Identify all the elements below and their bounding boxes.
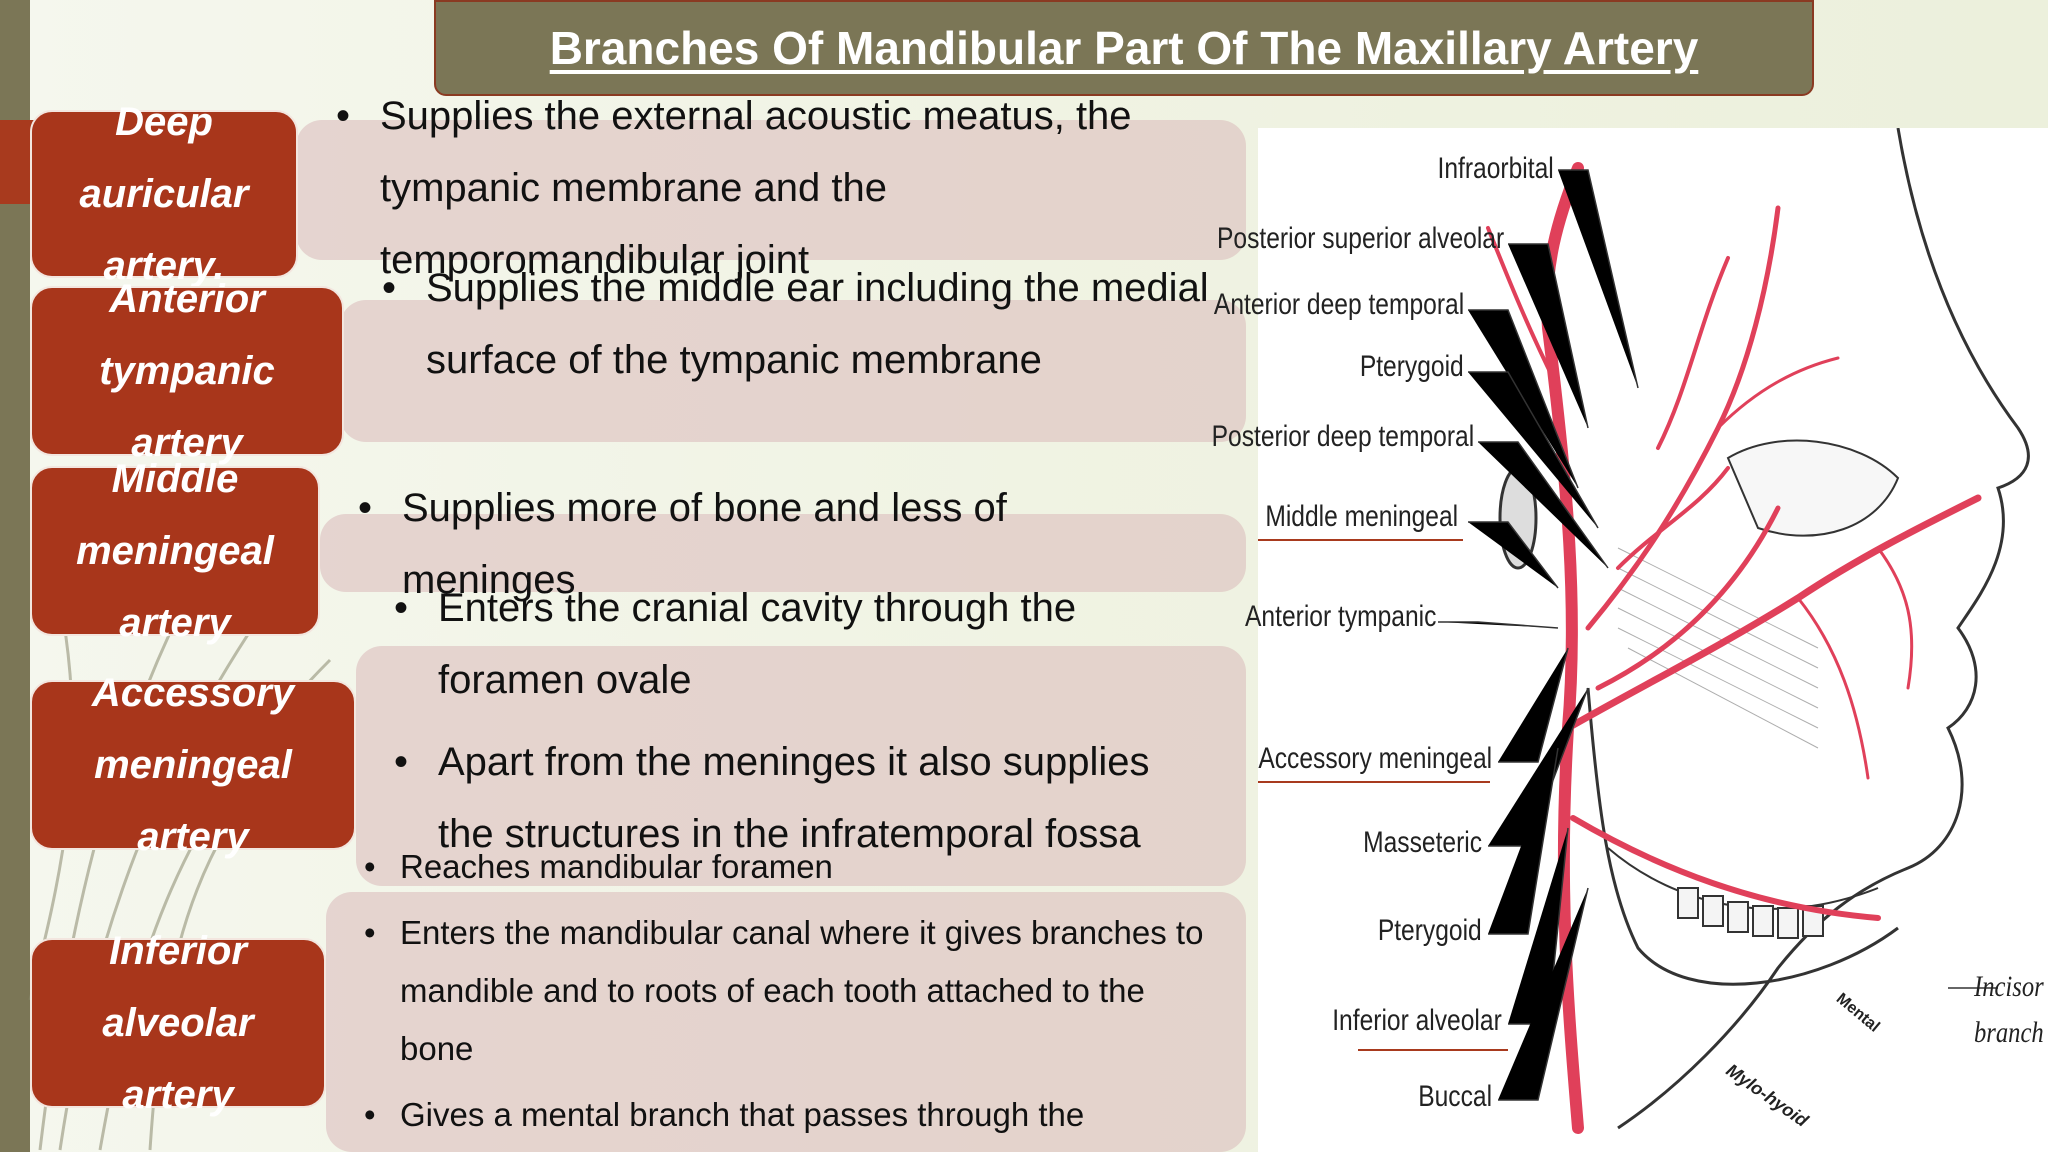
ann-masseteric: Masseteric [1363,826,1482,859]
label-anterior-tympanic-artery: Anterior tympanic artery [30,277,344,465]
label-line: artery [137,815,249,859]
bullets-inferior-alveolar: Reaches mandibular foramen Enters the ma… [364,838,1204,1144]
bullet-item: Enters the mandibular canal where it giv… [364,904,1204,1078]
label-line: meningeal [76,529,274,573]
label-line: Anterior [109,277,265,321]
label-line: artery [122,1073,234,1117]
label-accessory-meningeal-artery: Accessory meningeal artery [30,671,356,859]
label-line: tympanic [99,349,275,393]
ann-middle-meningeal: Middle meningeal [1265,500,1458,533]
label-inferior-alveolar-artery: Inferior alveolar artery [30,929,326,1117]
label-line: artery [119,601,231,645]
label-line: meningeal [94,743,292,787]
skull-artery-drawing [1258,128,2030,1134]
label-line: artery [131,421,243,465]
artery-illustration: Infraorbital Posterior superior alveolar… [1211,128,2048,1152]
label-line: Inferior [109,929,247,973]
label-line: Deep [115,100,213,144]
label-line: Middle [111,457,239,501]
bullet-item: Enters the cranial cavity through the fo… [394,572,1194,716]
label-line: alveolar [102,1001,254,1045]
slide-title: Branches Of Mandibular Part Of The Maxil… [549,22,1699,74]
bullets-anterior-tympanic: Supplies the middle ear including the me… [382,252,1222,396]
ann-pterygoid-upper: Pterygoid [1360,350,1464,383]
label-line: Accessory [91,671,295,715]
label-line: auricular [79,172,249,216]
bullets-accessory-meningeal: Enters the cranial cavity through the fo… [394,572,1194,870]
label-middle-meningeal-artery: Middle meningeal artery [30,457,320,645]
ann-buccal: Buccal [1418,1080,1492,1113]
ann-posterior-deep-temporal: Posterior deep temporal [1211,420,1474,453]
ann-incisor: Incisor [1974,970,2044,1003]
ann-posterior-superior-alveolar: Posterior superior alveolar [1216,222,1504,255]
ann-anterior-deep-temporal: Anterior deep temporal [1213,288,1464,321]
ann-branch: branch [1974,1016,2044,1049]
ann-pterygoid-lower: Pterygoid [1378,914,1482,947]
label-line: artery. [103,244,225,288]
ann-inferior-alveolar: Inferior alveolar [1332,1004,1502,1037]
bullet-item: Reaches mandibular foramen [364,838,1204,896]
bullet-item: Supplies the middle ear including the me… [382,252,1222,396]
bullet-item: Gives a mental branch that passes throug… [364,1086,1204,1144]
ann-infraorbital: Infraorbital [1437,152,1554,185]
ann-anterior-tympanic: Anterior tympanic [1244,600,1436,633]
ann-accessory-meningeal: Accessory meningeal [1258,742,1492,775]
label-deep-auricular-artery: Deep auricular artery. [30,100,298,288]
